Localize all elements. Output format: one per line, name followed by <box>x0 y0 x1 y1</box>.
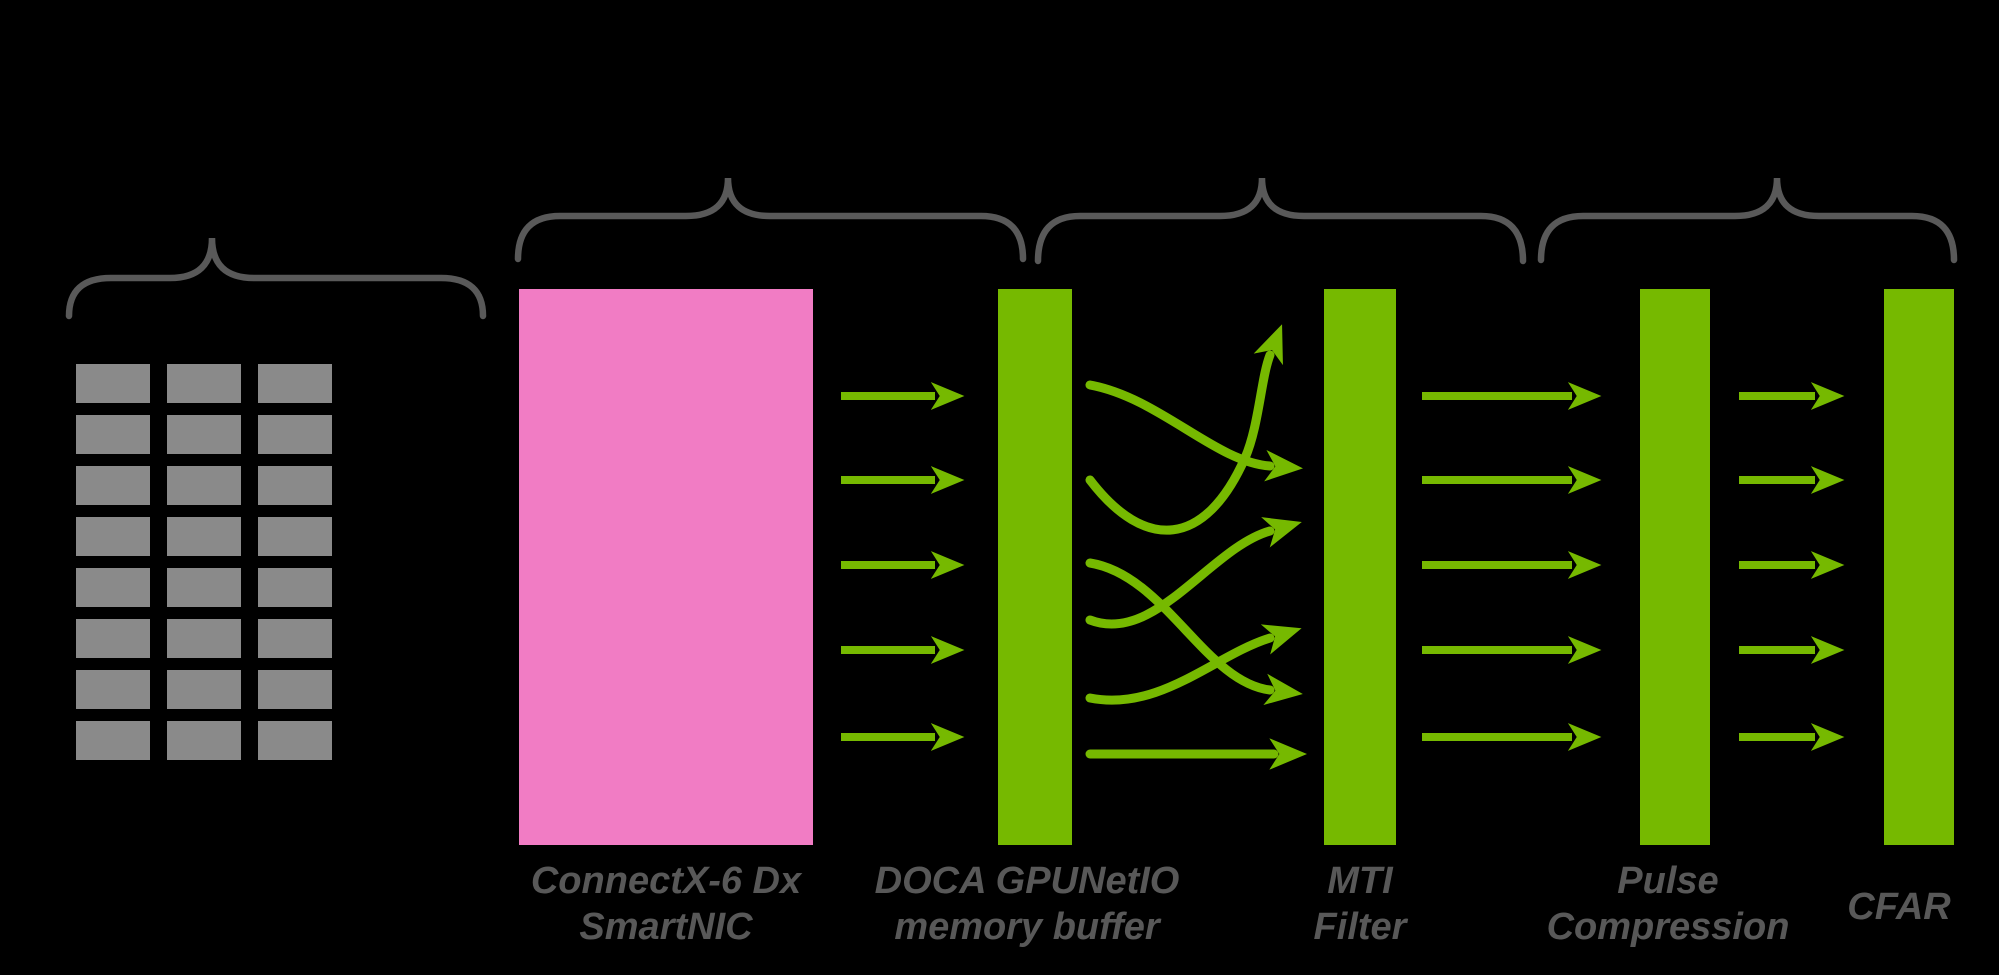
packet <box>167 415 241 454</box>
brace-over-processing-section <box>1537 177 1958 264</box>
packet <box>258 568 332 607</box>
arrow-group-mti-to-pulse <box>1422 382 1602 751</box>
packet <box>167 721 241 760</box>
packet <box>76 568 150 607</box>
packet <box>258 466 332 505</box>
doca-gpunetio-buffer-bar <box>998 289 1072 845</box>
packet <box>167 619 241 658</box>
reorder-flow-arrow <box>1085 517 1302 629</box>
packet <box>258 517 332 556</box>
packet <box>258 415 332 454</box>
smartnic-label: ConnectX-6 Dx SmartNIC <box>530 860 802 948</box>
packet <box>76 415 150 454</box>
packet <box>76 466 150 505</box>
packet <box>258 364 332 403</box>
brace-over-gpu-buffer-section <box>1034 177 1527 265</box>
packet <box>167 670 241 709</box>
brace-over-packets <box>65 237 487 320</box>
reorder-flow-arrow <box>1085 324 1283 535</box>
cfar-bar <box>1884 289 1954 845</box>
arrow-group-nic-to-buffer <box>841 382 965 751</box>
packet <box>258 619 332 658</box>
packet <box>76 619 150 658</box>
packet <box>76 517 150 556</box>
packet <box>76 721 150 760</box>
network-packets-grid <box>76 364 332 760</box>
reorder-flow-arrow <box>1085 380 1303 482</box>
packet <box>258 670 332 709</box>
reorder-curves-buffer-to-mti <box>1085 324 1308 770</box>
section-braces <box>65 177 1958 320</box>
doca-buffer-label: DOCA GPUNetIO memory buffer <box>874 860 1180 948</box>
arrow-group-pulse-to-cfar <box>1739 382 1845 751</box>
packet <box>76 670 150 709</box>
cfar-label: CFAR <box>1847 886 1951 928</box>
reorder-flow-arrow <box>1085 624 1302 705</box>
packet <box>167 364 241 403</box>
packet <box>76 364 150 403</box>
pulse-compression-bar <box>1640 289 1710 845</box>
reorder-flow-arrow <box>1085 558 1303 706</box>
brace-over-smartnic <box>514 177 1027 263</box>
packet <box>258 721 332 760</box>
pulse-compression-label: Pulse Compression <box>1546 860 1790 948</box>
smartnic-block <box>519 289 813 845</box>
packet <box>167 517 241 556</box>
mti-filter-bar <box>1324 289 1396 845</box>
packet <box>167 568 241 607</box>
packet <box>167 466 241 505</box>
mti-filter-label: MTI Filter <box>1313 860 1407 948</box>
